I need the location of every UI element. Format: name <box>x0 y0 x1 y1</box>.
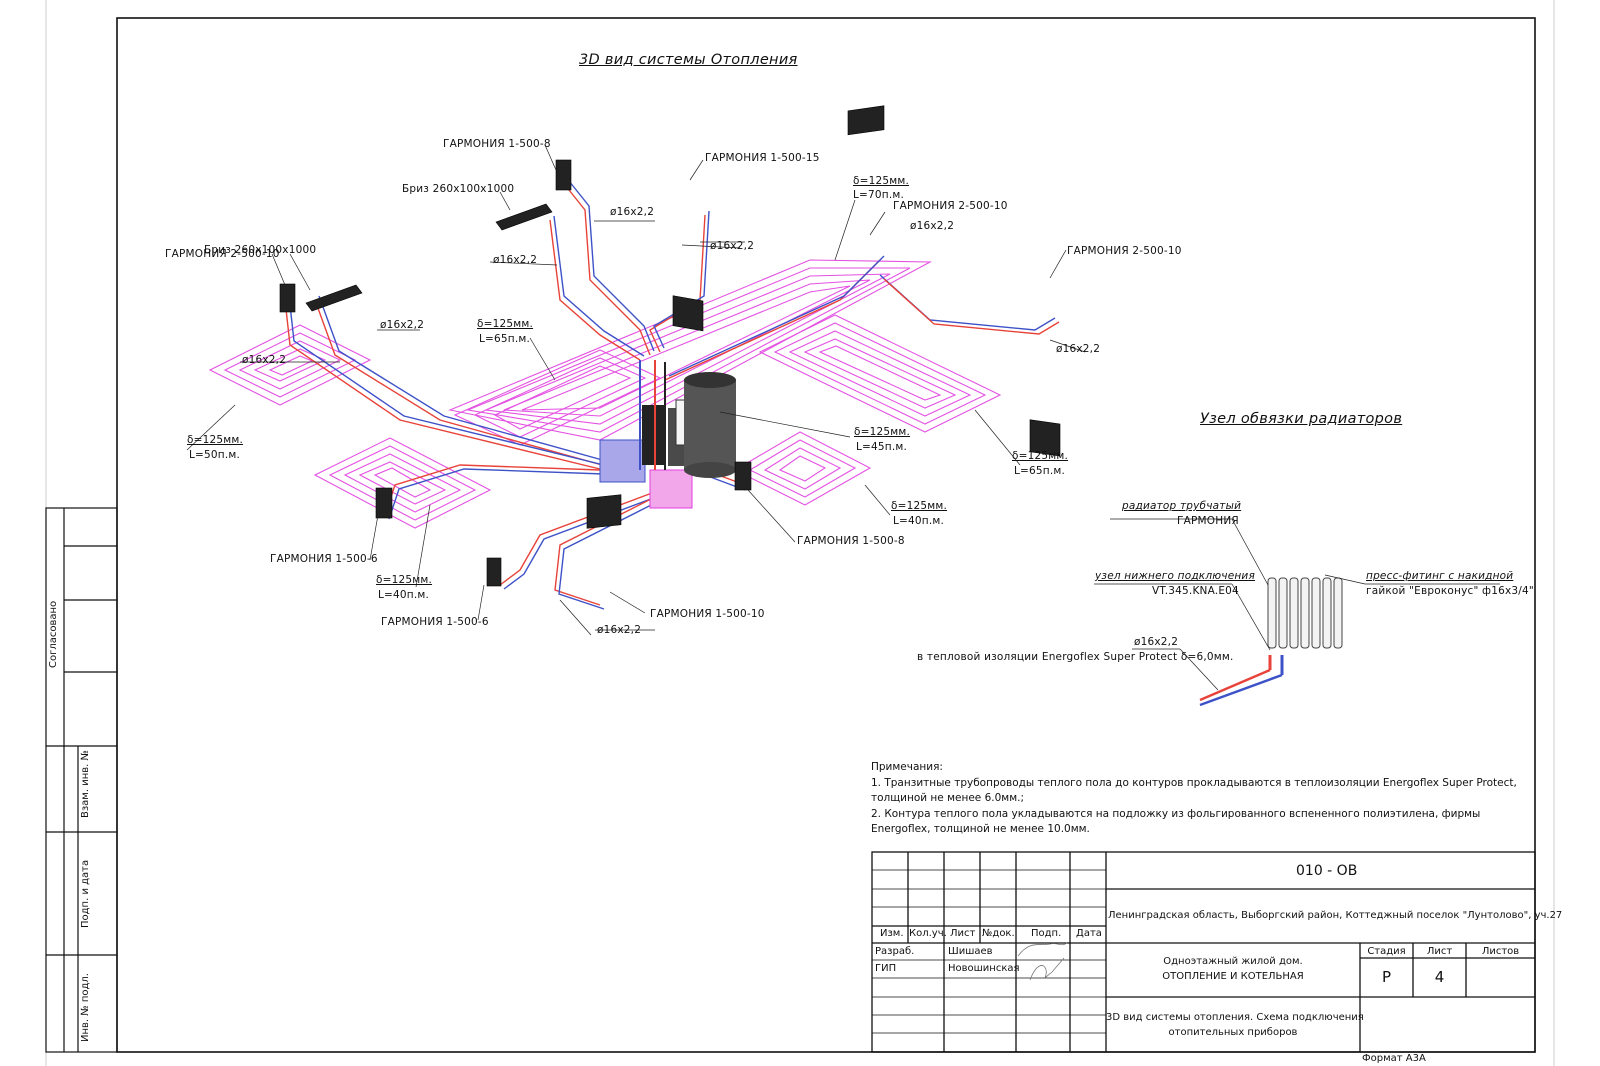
label-loop-length: L=40п.м. <box>893 515 945 527</box>
note-item: 1. Транзитные трубопроводы теплого пола … <box>871 776 1517 805</box>
label-pipe: ø16x2,2 <box>710 240 755 252</box>
node-label-fitting: пресс-фитинг с накидной <box>1366 570 1514 582</box>
label-loop-spacing: δ=125мм. <box>187 434 244 446</box>
label-pipe: ø16x2,2 <box>610 206 655 218</box>
label-loop-length: L=40п.м. <box>378 589 430 601</box>
col-sheets: Листов <box>1481 946 1520 957</box>
role-developer: Разраб. <box>875 946 915 957</box>
label-radiator: ГАРМОНИЯ 1-500-6 <box>270 553 378 565</box>
object-section: ОТОПЛЕНИЕ И КОТЕЛЬНАЯ <box>1162 971 1304 982</box>
label-pipe: ø16x2,2 <box>1056 343 1101 355</box>
label-loop-spacing: δ=125мм. <box>854 426 911 438</box>
label-loop-length: L=45п.м. <box>856 441 908 453</box>
diagram-title: 3D вид системы Отопления <box>579 52 798 68</box>
object-name: Одноэтажный жилой дом. <box>1163 956 1303 967</box>
node-label-radiator-type: радиатор трубчатый <box>1122 500 1242 512</box>
col-list: Лист <box>950 928 976 939</box>
label-radiator: ГАРМОНИЯ 1-500-8 <box>797 535 905 547</box>
sheet-format: Формат А3А <box>1362 1053 1426 1064</box>
side-sign-date: Подп. и дата <box>80 859 91 928</box>
radiators <box>279 105 1061 587</box>
sheet-title: отопительных приборов <box>1168 1027 1298 1038</box>
sheet-number: 4 <box>1434 968 1445 986</box>
label-loop-spacing: δ=125мм. <box>1012 450 1069 462</box>
label-loop-spacing: δ=125мм. <box>853 175 910 187</box>
node-label-connection: узел нижнего подключения <box>1095 570 1255 582</box>
side-agreed: Согласовано <box>48 600 59 668</box>
label-radiator: ГАРМОНИЯ 2-500-10 <box>893 200 1008 212</box>
boiler-room <box>639 360 736 478</box>
side-strip <box>45 507 118 1053</box>
label-convector: Бриз 260х100х1000 <box>402 183 515 195</box>
label-pipe: ø16x2,2 <box>597 624 642 636</box>
col-podp: Подп. <box>1031 928 1062 939</box>
role-chief-engineer: ГИП <box>875 963 897 974</box>
label-loop-length: L=65п.м. <box>1014 465 1066 477</box>
label-radiator: ГАРМОНИЯ 2-500-10 <box>1067 245 1182 257</box>
sheet-title: 3D вид системы отопления. Схема подключе… <box>1106 1012 1364 1023</box>
label-pipe: ø16x2,2 <box>242 354 287 366</box>
node-label-insulation: в тепловой изоляции Energoflex Super Pro… <box>917 651 1234 663</box>
document-code: 010 - ОВ <box>1296 863 1358 879</box>
label-radiator: ГАРМОНИЯ 1-500-15 <box>705 152 820 164</box>
col-data: Дата <box>1076 928 1102 939</box>
label-loop-spacing: δ=125мм. <box>477 318 534 330</box>
stage-value: Р <box>1381 968 1392 986</box>
label-loop-spacing: δ=125мм. <box>376 574 433 586</box>
pipe-runs <box>284 180 1060 610</box>
leader-lines <box>186 144 1086 636</box>
label-loop-spacing: δ=125мм. <box>891 500 948 512</box>
title-block-grid <box>871 851 1536 1053</box>
project-address: Ленинградская область, Выборгский район,… <box>1108 910 1563 921</box>
label-radiator: ГАРМОНИЯ 2-500-10 <box>165 248 280 260</box>
node-label-pipe: ø16x2,2 <box>1134 636 1179 648</box>
manifolds <box>599 439 693 509</box>
name-developer: Шишаев <box>948 946 993 957</box>
label-loop-length: L=70п.м. <box>853 189 905 201</box>
label-radiator: ГАРМОНИЯ 1-500-6 <box>381 616 489 628</box>
label-convector: Бриз 260х100х1000 <box>204 244 317 256</box>
side-inv-replace: Взам. инв. № <box>80 750 91 818</box>
col-stage: Стадия <box>1367 946 1406 957</box>
node-label-fitting-spec: гайкой "Евроконус" ф16х3/4" <box>1366 585 1534 597</box>
node-label-radiator-model: ГАРМОНИЯ <box>1177 515 1239 527</box>
label-loop-length: L=50п.м. <box>189 449 241 461</box>
label-pipe: ø16x2,2 <box>380 319 425 331</box>
signature-marks <box>1017 941 1069 981</box>
label-radiator: ГАРМОНИЯ 1-500-8 <box>443 138 551 150</box>
col-sheet: Лист <box>1426 946 1453 957</box>
node-title: Узел обвязки радиаторов <box>1200 411 1403 427</box>
note-item: 2. Контура теплого пола укладываются на … <box>871 807 1481 836</box>
col-kol-uch: Кол.уч. <box>909 928 947 939</box>
col-ndok: №док. <box>982 928 1015 939</box>
node-label-connection-code: VT.345.KNA.E04 <box>1152 585 1239 597</box>
label-loop-length: L=65п.м. <box>479 333 531 345</box>
col-izm: Изм. <box>880 928 904 939</box>
name-chief-engineer: Новошинская <box>948 963 1020 974</box>
notes-block: Примечания: 1. Транзитные трубопроводы т… <box>871 760 1531 838</box>
radiator-node-detail <box>1094 518 1500 707</box>
side-inv-orig: Инв. № подл. <box>80 973 91 1042</box>
label-pipe: ø16x2,2 <box>493 254 538 266</box>
label-pipe: ø16x2,2 <box>910 220 955 232</box>
notes-heading: Примечания: <box>871 761 943 773</box>
label-radiator: ГАРМОНИЯ 1-500-10 <box>650 608 765 620</box>
